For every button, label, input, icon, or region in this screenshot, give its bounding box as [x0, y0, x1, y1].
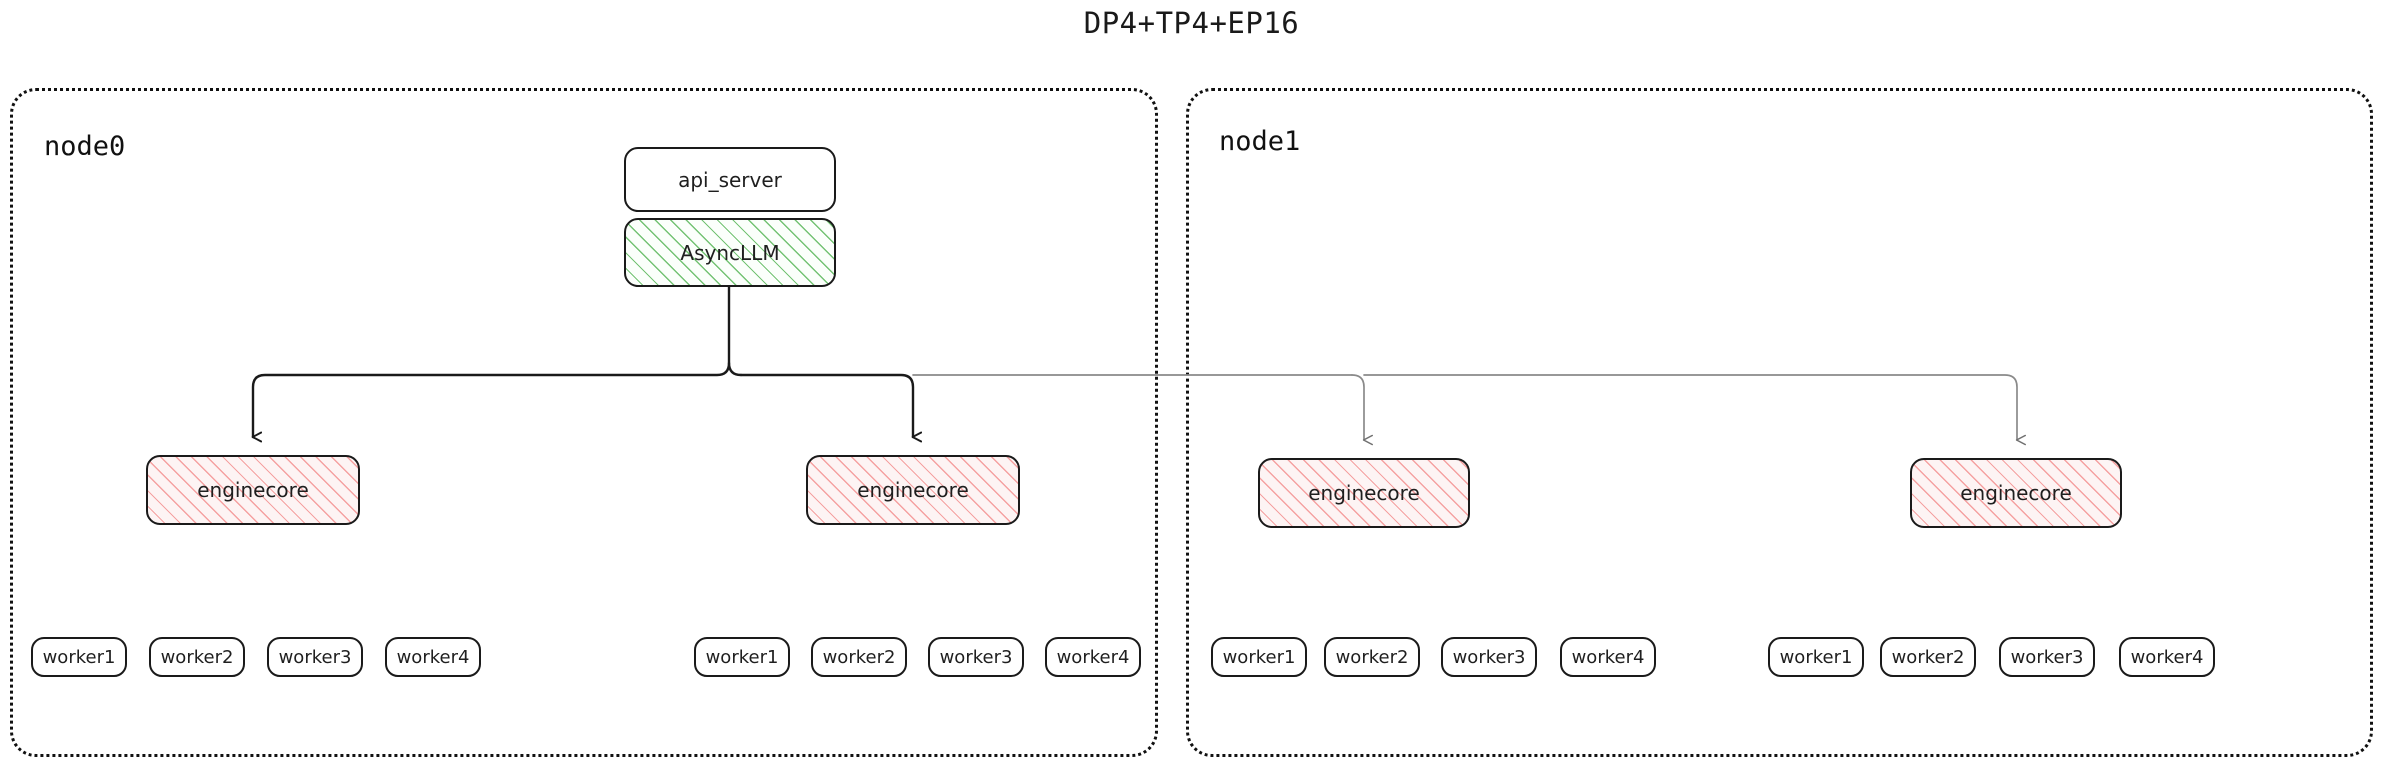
worker-label: worker2 — [160, 646, 234, 668]
worker-box-node0-g1-1[interactable]: worker2 — [811, 637, 907, 677]
worker-box-node1-g0-2[interactable]: worker3 — [1441, 637, 1537, 677]
asyncllm-label: AsyncLLM — [680, 240, 780, 265]
worker-box-node0-g1-2[interactable]: worker3 — [928, 637, 1024, 677]
worker-box-node0-g0-1[interactable]: worker2 — [149, 637, 245, 677]
enginecore-box-node1-0[interactable]: enginecore — [1258, 458, 1470, 528]
worker-box-node1-g1-0[interactable]: worker1 — [1768, 637, 1864, 677]
worker-box-node1-g1-1[interactable]: worker2 — [1880, 637, 1976, 677]
node-label-node1: node1 — [1219, 126, 1301, 157]
worker-label: worker4 — [2130, 646, 2204, 668]
api-server-label: api_server — [678, 167, 782, 192]
api-server-box[interactable]: api_server — [624, 147, 836, 212]
worker-label: worker1 — [705, 646, 779, 668]
enginecore-label: enginecore — [857, 478, 969, 502]
worker-box-node0-g1-0[interactable]: worker1 — [694, 637, 790, 677]
worker-box-node1-g1-3[interactable]: worker4 — [2119, 637, 2215, 677]
enginecore-box-node1-1[interactable]: enginecore — [1910, 458, 2122, 528]
worker-label: worker4 — [396, 646, 470, 668]
worker-box-node1-g0-0[interactable]: worker1 — [1211, 637, 1307, 677]
node-container-node1 — [1186, 88, 2373, 757]
diagram-title: DP4+TP4+EP16 — [1083, 6, 1300, 40]
worker-box-node0-g0-2[interactable]: worker3 — [267, 637, 363, 677]
worker-box-node1-g1-2[interactable]: worker3 — [1999, 637, 2095, 677]
enginecore-box-node0-0[interactable]: enginecore — [146, 455, 360, 525]
enginecore-label: enginecore — [1960, 481, 2072, 505]
worker-box-node0-g0-3[interactable]: worker4 — [385, 637, 481, 677]
worker-label: worker3 — [2010, 646, 2084, 668]
worker-label: worker1 — [42, 646, 116, 668]
enginecore-label: enginecore — [197, 478, 309, 502]
worker-label: worker4 — [1571, 646, 1645, 668]
worker-label: worker2 — [822, 646, 896, 668]
worker-label: worker3 — [1452, 646, 1526, 668]
worker-box-node1-g0-1[interactable]: worker2 — [1324, 637, 1420, 677]
worker-label: worker1 — [1779, 646, 1853, 668]
worker-label: worker2 — [1335, 646, 1409, 668]
worker-box-node0-g1-3[interactable]: worker4 — [1045, 637, 1141, 677]
worker-box-node0-g0-0[interactable]: worker1 — [31, 637, 127, 677]
asyncllm-box[interactable]: AsyncLLM — [624, 218, 836, 287]
worker-label: worker1 — [1222, 646, 1296, 668]
worker-label: worker2 — [1891, 646, 1965, 668]
worker-label: worker4 — [1056, 646, 1130, 668]
enginecore-box-node0-1[interactable]: enginecore — [806, 455, 1020, 525]
worker-label: worker3 — [939, 646, 1013, 668]
node-label-node0: node0 — [44, 131, 126, 162]
node-container-node0 — [10, 88, 1158, 757]
enginecore-label: enginecore — [1308, 481, 1420, 505]
worker-box-node1-g0-3[interactable]: worker4 — [1560, 637, 1656, 677]
worker-label: worker3 — [278, 646, 352, 668]
